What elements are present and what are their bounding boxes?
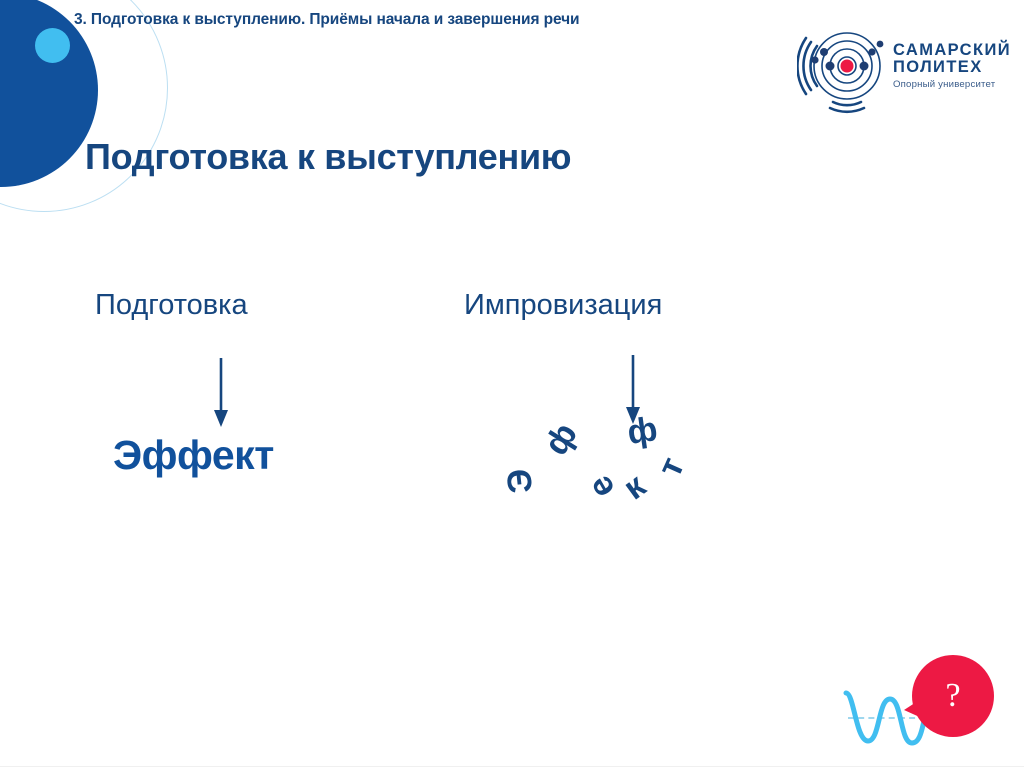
effect-word-left: Эффект (113, 432, 274, 478)
sine-wave-decoration (843, 690, 927, 746)
down-arrow-icon-left (210, 358, 232, 428)
column-label-preparation: Подготовка (95, 289, 248, 321)
university-logo: САМАРСКИЙ ПОЛИТЕХ Опорный университет (796, 22, 1011, 114)
scrambled-letter-1: ф (536, 416, 585, 462)
scrambled-letter-0: Э (499, 466, 541, 496)
logo-wordmark: САМАРСКИЙ ПОЛИТЕХ Опорный университет (893, 41, 1011, 91)
scrambled-letter-3: ф (625, 414, 661, 456)
logo-subtitle: Опорный университет (893, 79, 996, 90)
logo-line-2: ПОЛИТЕХ (893, 58, 983, 76)
column-label-improvisation: Импровизация (464, 289, 663, 321)
scrambled-letter-4: к (616, 466, 653, 508)
slide-header-text: 3. Подготовка к выступлению. Приёмы нача… (74, 11, 580, 28)
logo-line-1: САМАРСКИЙ (893, 41, 1011, 59)
scrambled-letter-5: т (650, 451, 693, 483)
scrambled-letter-2: е (580, 469, 623, 505)
concentric-circles-emblem-icon (796, 22, 889, 114)
question-mark-glyph: ? (945, 677, 961, 714)
bottom-right-decoration: ? (840, 645, 1024, 767)
slide-title: Подготовка к выступлению (85, 136, 572, 177)
down-arrow-icon-right (622, 355, 644, 425)
red-speech-bubble (912, 655, 994, 737)
lightblue-circle-decoration (35, 28, 70, 63)
